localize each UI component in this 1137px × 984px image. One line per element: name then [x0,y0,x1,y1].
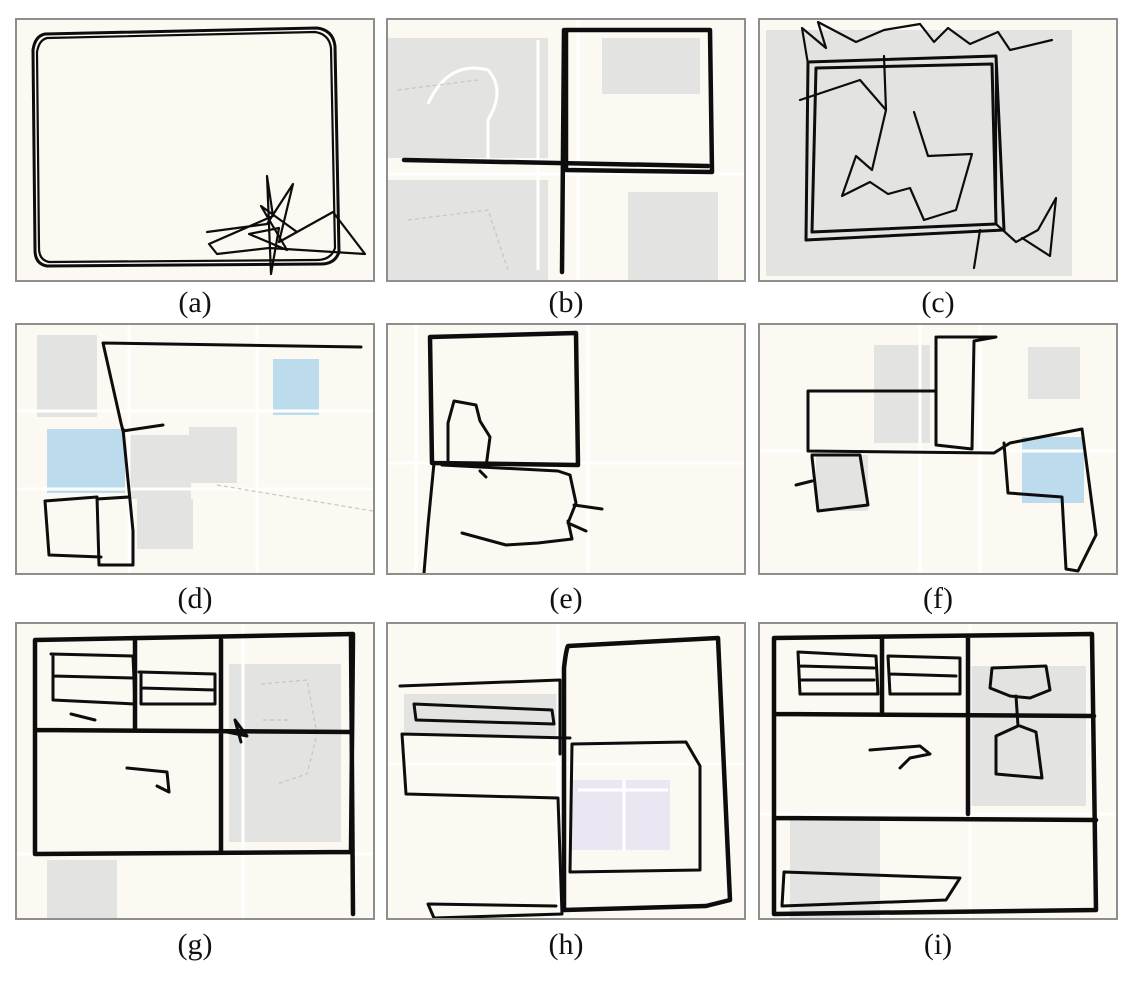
caption-f: (f) [923,582,953,615]
road-d-1 [17,325,373,573]
map-panel-f [758,323,1118,575]
map-panel-i [758,622,1118,920]
map-i-svg [760,624,1116,918]
building-b-3 [388,180,548,280]
map-e-svg [388,325,744,573]
building-f-1 [874,345,930,443]
trajectory-e-block [427,330,581,468]
map-f-svg [760,325,1116,573]
map-panel-e [386,323,746,575]
map-panel-g [15,622,375,920]
trajectory-a-overlap [35,30,337,264]
map-c-svg [766,20,1072,276]
map-panel-c [758,18,1118,282]
trajectory-a-cluster [205,174,367,276]
building-b-4 [628,192,718,280]
building-b-2 [602,38,700,94]
map-panel-b [386,18,746,282]
map-h-svg [388,624,744,918]
trajectory-g-inner [49,652,249,794]
path-b-1 [397,79,509,271]
building-i-1 [966,666,1086,806]
trajectory-d [43,341,363,567]
map-panel-a [15,18,375,282]
park-d-1 [47,429,125,493]
path-d-1 [216,484,373,512]
caption-i: (i) [923,928,953,961]
trajectory-g-grid [32,631,356,917]
map-panel-h [386,622,746,920]
road-b-1 [388,20,744,280]
trajectory-h-outer [561,635,733,913]
caption-g: (g) [177,928,213,961]
caption-d: (d) [177,582,213,615]
caption-c: (c) [921,286,955,319]
map-b-svg [388,20,744,280]
caption-a: (a) [178,286,212,319]
building-f-2 [1028,347,1080,399]
building-h-1 [404,694,566,736]
trajectory-b [401,27,715,275]
map-d-svg [17,325,373,573]
trajectory-h-inner [398,678,702,918]
building-d-3 [189,427,237,483]
building-g-2 [47,860,117,918]
trajectory-c-inner [798,20,1058,270]
building-f-3 [816,455,868,511]
trajectory-i-grid [771,631,1099,917]
caption-b: (b) [548,286,584,319]
road-e-1 [388,325,744,573]
lilac-area-h [570,780,670,850]
building-d-4 [137,499,193,549]
caption-e: (e) [549,582,583,615]
trajectory-e-inner [446,399,492,469]
park-d-2 [273,359,319,415]
map-panel-d [15,323,375,575]
park-f-1 [1022,437,1084,503]
trajectory-a [31,26,341,268]
building-g-1 [229,664,341,842]
trajectory-e-lower [422,461,604,573]
map-g-svg [17,624,373,918]
building-b-1 [388,38,548,158]
building-d-1 [37,335,97,417]
trajectory-f [794,335,1098,573]
map-a-svg [31,26,367,276]
caption-h: (h) [548,928,584,961]
trajectory-i-inner [780,650,1052,908]
